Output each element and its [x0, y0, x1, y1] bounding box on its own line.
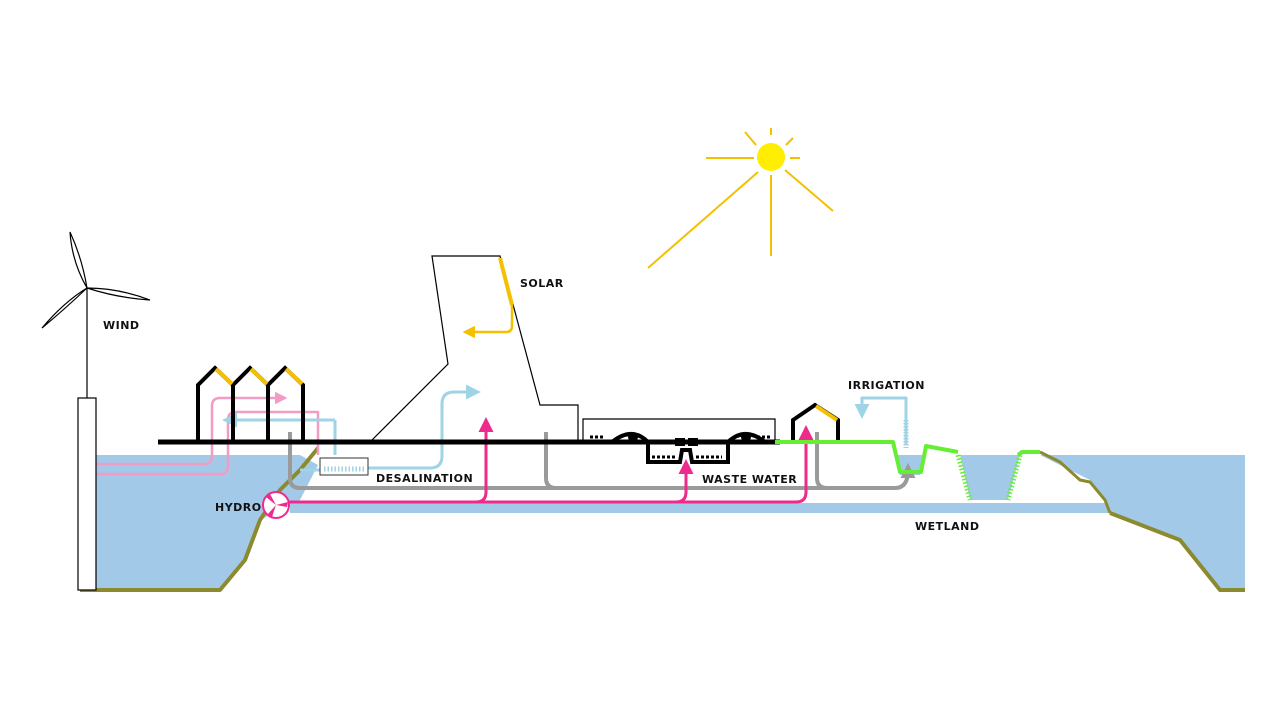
wetland-reeds — [955, 454, 1023, 501]
right-basin — [1040, 455, 1245, 590]
tower-building — [369, 255, 579, 443]
hydro-turbine-icon — [262, 491, 290, 519]
electric-lines — [286, 417, 814, 504]
label-desalination: DESALINATION — [376, 472, 474, 485]
label-solar: SOLAR — [520, 277, 564, 290]
wetland-pool-2 — [960, 455, 1020, 500]
site-structures — [158, 255, 840, 445]
label-wind: WIND — [103, 319, 140, 332]
solar-flow-arrow — [462, 305, 514, 339]
house-right — [791, 402, 840, 442]
fresh-water-flow — [222, 384, 908, 472]
canal — [290, 503, 1110, 513]
green-edges — [775, 440, 1040, 474]
label-irrigation: IRRIGATION — [848, 379, 925, 392]
label-waste-water: WASTE WATER — [702, 473, 798, 486]
wind-turbine-icon — [41, 231, 151, 591]
label-hydro: HYDRO — [215, 501, 262, 514]
sun-icon — [647, 128, 834, 269]
waste-water-building — [582, 418, 776, 442]
solar-panels — [214, 257, 839, 422]
water-bodies — [80, 455, 1245, 590]
treatment-basins — [590, 432, 770, 464]
desalination-unit — [319, 457, 369, 476]
left-reservoir — [80, 455, 318, 590]
label-wetland: WETLAND — [915, 520, 980, 533]
houses-left — [196, 365, 305, 442]
